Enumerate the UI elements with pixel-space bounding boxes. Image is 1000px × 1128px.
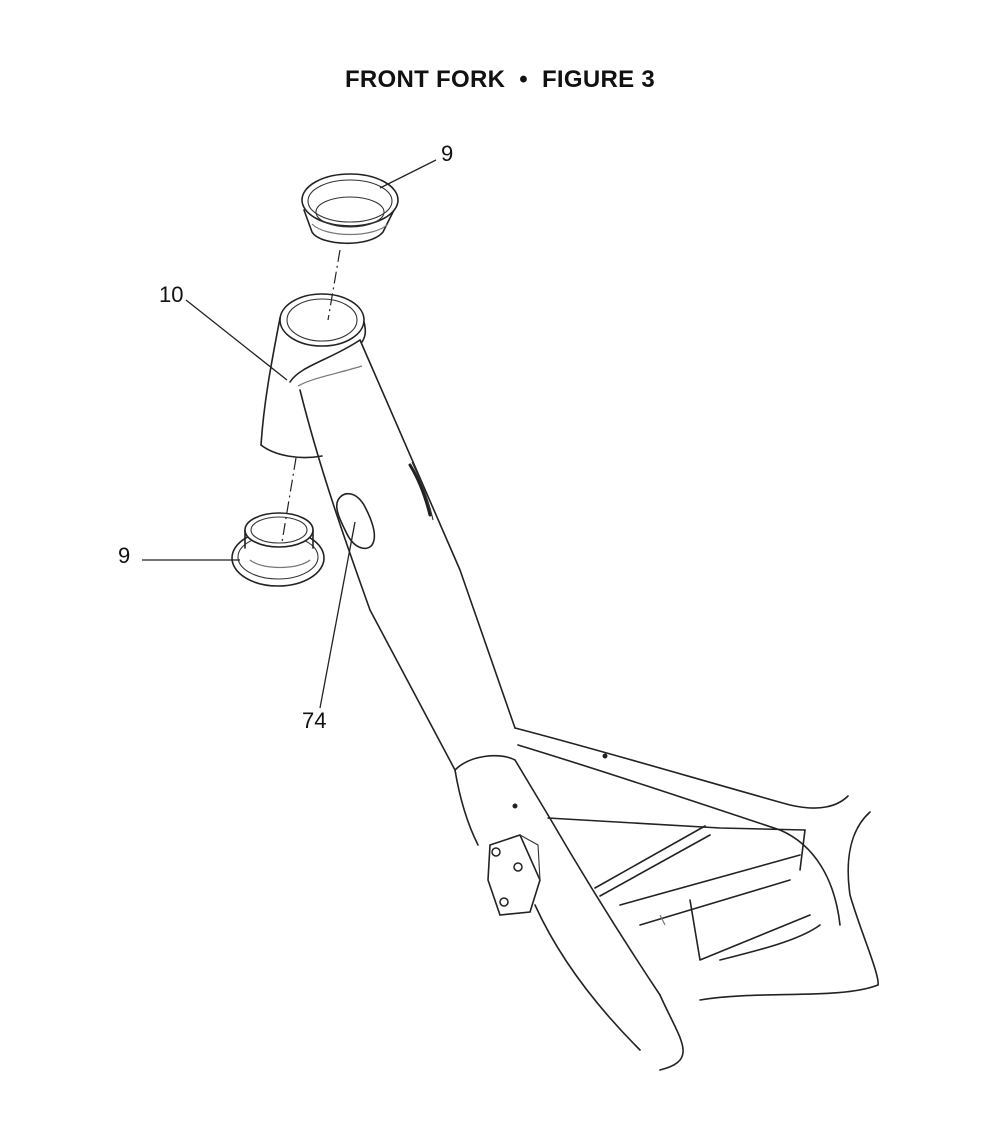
lower-frame [454,727,879,1071]
head-tube-collar [260,293,367,459]
bearing-cup-top [301,173,399,245]
alignment-line-bottom [281,457,297,543]
leader-line-cup-top [379,159,437,189]
callout-9-top: 9 [441,141,453,166]
figure-title-name: FRONT FORK [344,66,506,93]
callout-74: 74 [302,708,326,733]
leader-line-head-tube [185,299,288,381]
figure-title-number: FIGURE 3 [541,66,656,93]
callout-9-bottom: 9 [118,543,130,568]
figure-title: FRONT FORK • FIGURE 3 [0,66,1000,94]
frame-down-tube [289,339,516,771]
oval-plate [335,492,376,550]
alignment-line-top [327,249,341,321]
mount-bracket [487,834,541,916]
leader-line-plate [319,521,356,709]
bearing-cup-bottom [231,512,325,587]
title-separator: • [519,66,528,93]
callout-10: 10 [159,282,183,307]
